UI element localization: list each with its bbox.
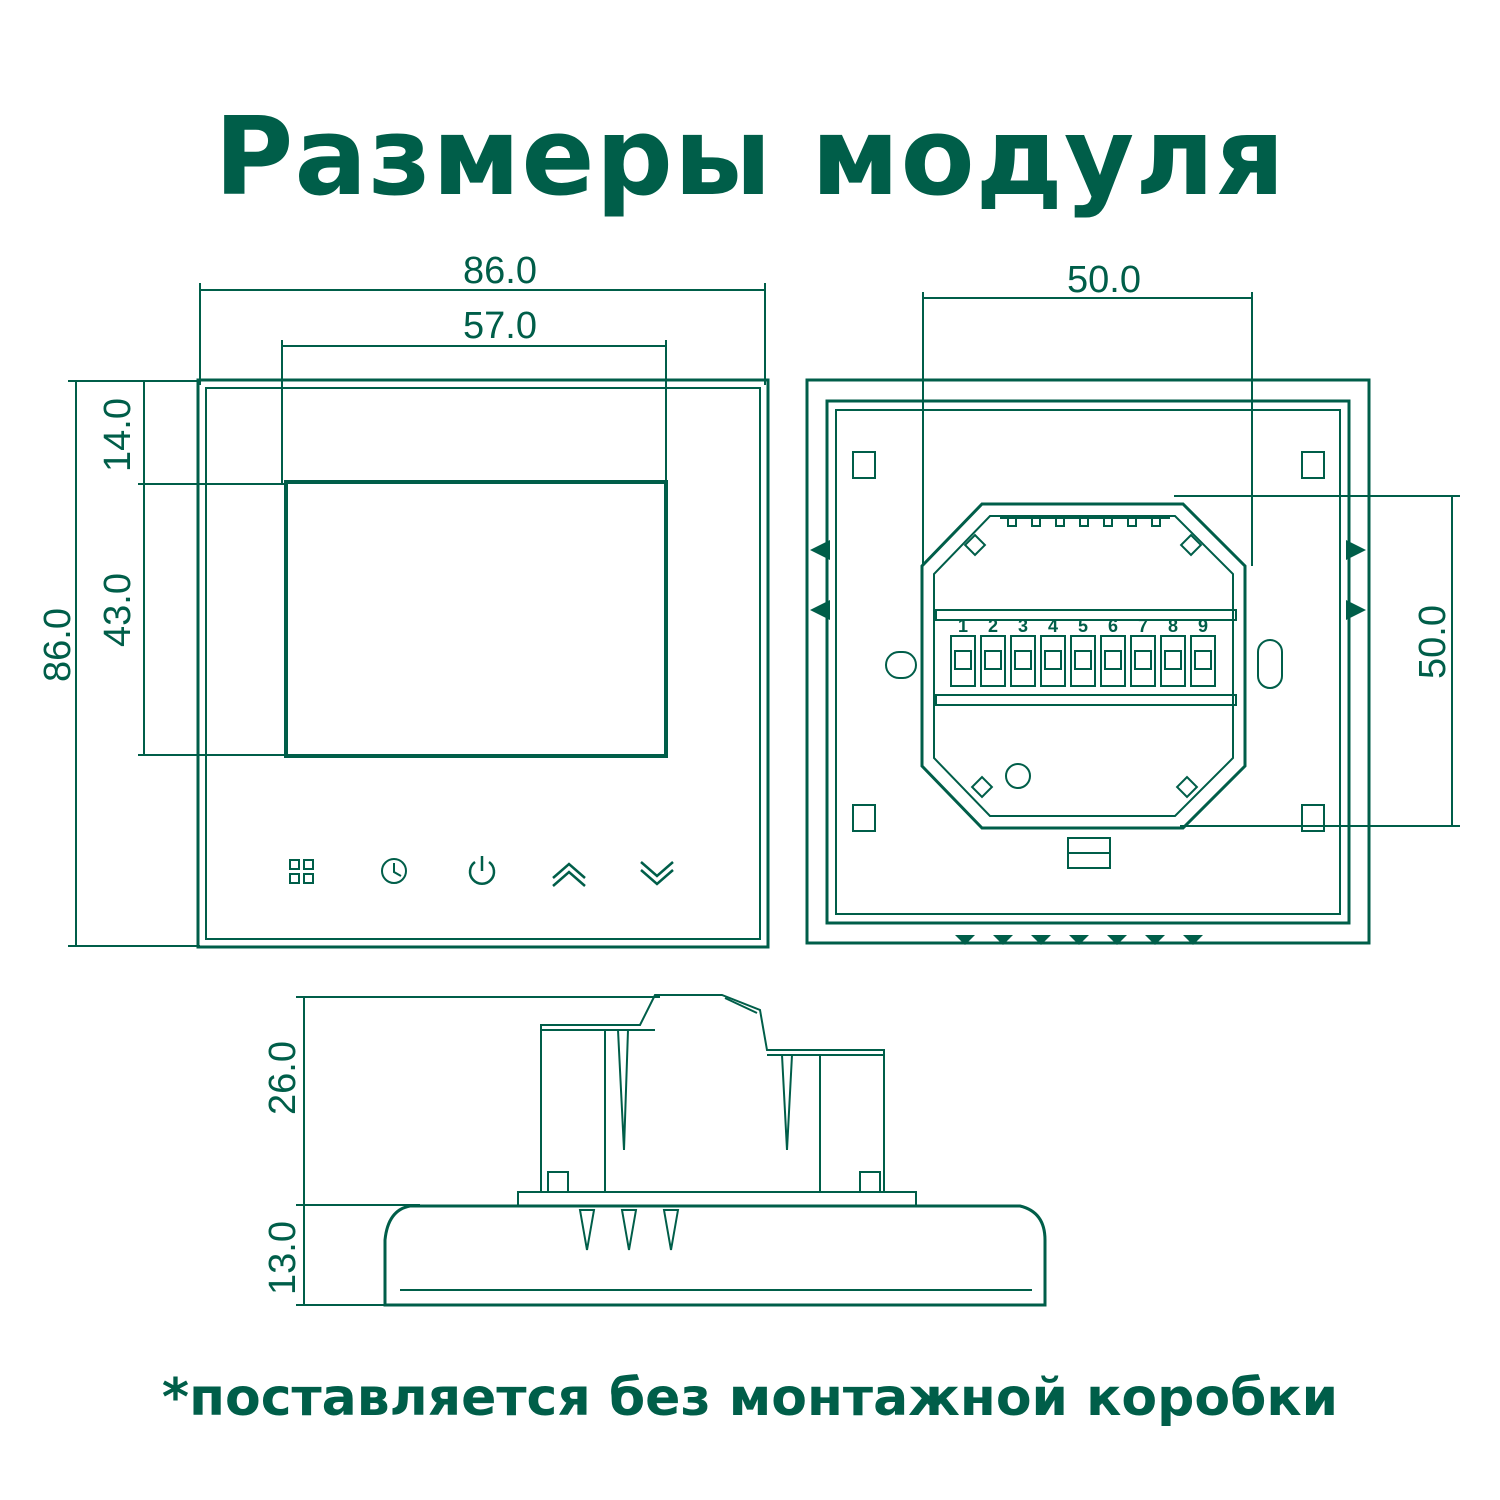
clock-icon <box>381 858 407 884</box>
top-margin-label: 14.0 <box>97 398 139 472</box>
front-view: 86.0 57.0 86.0 14.0 43.0 <box>37 250 770 949</box>
screen-width-label: 57.0 <box>463 305 537 347</box>
terminal-label: 4 <box>1048 616 1058 636</box>
chevron-down-icon <box>640 861 674 886</box>
power-icon <box>468 856 496 885</box>
grid-icon <box>289 859 314 884</box>
terminal-label: 3 <box>1018 616 1028 636</box>
terminal-label: 2 <box>988 616 998 636</box>
terminal-label: 6 <box>1108 616 1118 636</box>
mount-height-label: 50.0 <box>1412 605 1454 679</box>
page-title: Размеры модуля <box>214 95 1286 220</box>
terminal-label: 8 <box>1168 616 1178 636</box>
mount-width-label: 50.0 <box>1067 259 1141 301</box>
terminal-label: 9 <box>1198 616 1208 636</box>
terminal-label: 7 <box>1138 616 1148 636</box>
terminal-label: 1 <box>958 616 968 636</box>
terminal-housing <box>920 502 1247 830</box>
back-view: 1 2 3 4 5 6 7 8 9 50.0 50.0 <box>805 259 1460 945</box>
back-outer-frame <box>805 378 1371 945</box>
front-screen <box>284 480 668 758</box>
screen-height-label: 43.0 <box>97 573 139 647</box>
terminal-row <box>950 635 1216 687</box>
front-depth-label: 13.0 <box>262 1221 304 1295</box>
front-inner-frame <box>205 387 761 940</box>
front-outer-frame <box>196 378 770 949</box>
terminal-label: 5 <box>1078 616 1088 636</box>
side-view: 26.0 13.0 <box>262 994 1047 1307</box>
chevron-up-icon <box>552 862 586 887</box>
footnote: *поставляется без монтажной коробки <box>161 1368 1339 1428</box>
side-back-housing <box>540 994 885 1192</box>
back-depth-label: 26.0 <box>262 1041 304 1115</box>
back-inner-frame <box>825 399 1351 925</box>
front-width-label: 86.0 <box>463 250 537 292</box>
side-front-panel <box>383 1204 1047 1307</box>
front-height-label: 86.0 <box>37 608 79 682</box>
